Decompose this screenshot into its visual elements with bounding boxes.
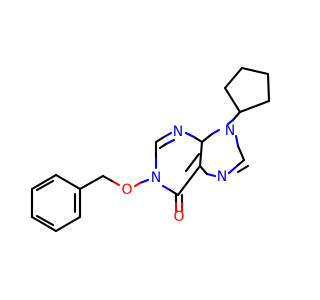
- cyclopentyl-ring: [223, 66, 271, 114]
- bond: [200, 132, 214, 144]
- bond: [184, 131, 196, 139]
- benzene-ring: [30, 173, 82, 233]
- molecule-diagram: N N N N O O: [30, 66, 271, 233]
- atom-label-n: N: [173, 124, 183, 140]
- bond: [234, 134, 240, 148]
- atom-label-o: O: [121, 182, 132, 198]
- bond: [240, 66, 270, 76]
- bond: [161, 184, 172, 192]
- bond: [226, 118, 235, 126]
- bond: [110, 179, 121, 187]
- atom-label-o: O: [173, 209, 184, 225]
- bond: [205, 172, 217, 178]
- bond: [198, 164, 209, 176]
- atom-label-n: N: [225, 123, 235, 139]
- bond: [231, 110, 242, 122]
- bond: [101, 174, 114, 183]
- imidazole-ring: [198, 128, 250, 178]
- bond: [164, 138, 176, 146]
- bond: [138, 178, 150, 185]
- bond: [235, 158, 246, 168]
- bond: [176, 164, 202, 197]
- bond: [154, 135, 166, 144]
- bond: [54, 215, 82, 233]
- bond: [236, 164, 250, 174]
- bond: [210, 128, 221, 136]
- bond: [192, 135, 204, 144]
- bond: [35, 214, 55, 227]
- bond: [30, 173, 58, 191]
- bond: [223, 66, 244, 90]
- atom-label-n: N: [151, 170, 161, 186]
- bond: [223, 86, 242, 114]
- bond: [158, 142, 168, 150]
- benzyloxy-linker: [78, 174, 150, 191]
- bond: [78, 174, 105, 191]
- bond: [184, 152, 201, 173]
- bond: [168, 188, 180, 197]
- bond: [236, 144, 246, 162]
- bond: [238, 99, 271, 114]
- bond: [35, 179, 55, 192]
- carbonyl-group: [174, 193, 184, 213]
- bond: [227, 164, 239, 175]
- bond: [162, 131, 173, 139]
- bond: [54, 173, 82, 191]
- bond: [133, 181, 142, 188]
- molecule-structure-svg: N N N N O O: [30, 66, 271, 233]
- bond: [30, 215, 58, 233]
- bond: [266, 72, 271, 103]
- pyrimidinone-ring: [154, 131, 204, 197]
- bond: [198, 140, 204, 168]
- atom-label-n: N: [217, 169, 227, 185]
